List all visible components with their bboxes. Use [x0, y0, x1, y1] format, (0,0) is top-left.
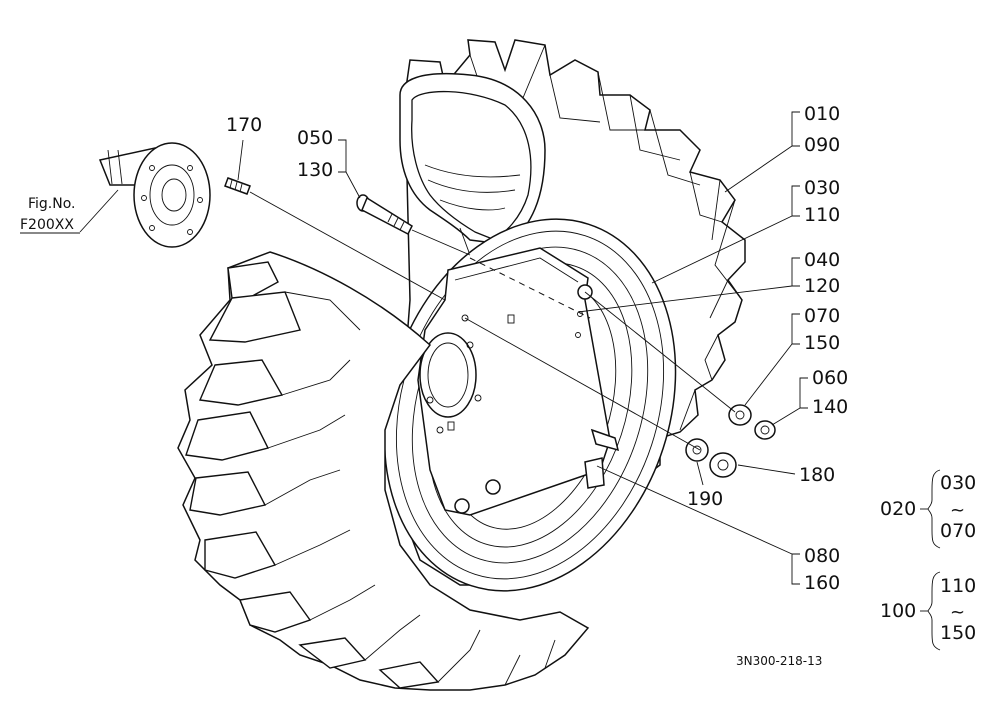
- group-100: 100 110 ~ 150: [880, 571, 976, 651]
- nut-icon: [754, 420, 776, 440]
- lug-nut-icon: [454, 498, 470, 514]
- label-030: 030: [804, 177, 840, 199]
- group-100-to: 150: [940, 622, 976, 644]
- group-100-id: 100: [880, 600, 916, 622]
- label-160: 160: [804, 572, 840, 594]
- label-110: 110: [804, 204, 840, 226]
- bolt-icon: [356, 194, 413, 236]
- tire-cross-section: [399, 72, 546, 256]
- group-100-from: 110: [940, 575, 976, 597]
- fig-no-label: Fig.No.: [28, 196, 76, 212]
- label-050: 050: [297, 127, 333, 149]
- wheel-disc-plate: [408, 247, 620, 516]
- wheel-stud-icon: [224, 177, 251, 195]
- leader-lines: [79, 111, 808, 585]
- label-190: 190: [687, 488, 723, 510]
- figure-reference: Fig.No. F200XX: [20, 196, 80, 234]
- label-170: 170: [226, 114, 262, 136]
- washer-icon: [685, 438, 709, 462]
- tire-front-half: [177, 251, 590, 691]
- label-120: 120: [804, 275, 840, 297]
- label-140: 140: [812, 396, 848, 418]
- lug-nut-icon: [485, 479, 501, 495]
- label-130: 130: [297, 159, 333, 181]
- washer-icon: [728, 404, 752, 426]
- group-020-from: 030: [940, 472, 976, 494]
- group-020-tilde: ~: [950, 500, 965, 521]
- label-060: 060: [812, 367, 848, 389]
- group-020-id: 020: [880, 498, 916, 520]
- nut-icon: [709, 452, 737, 478]
- label-070: 070: [804, 305, 840, 327]
- group-100-tilde: ~: [950, 602, 965, 623]
- group-020: 020 030 ~ 070: [880, 469, 976, 549]
- label-040: 040: [804, 249, 840, 271]
- group-020-to: 070: [940, 520, 976, 542]
- label-090: 090: [804, 134, 840, 156]
- assembly-lines: [249, 191, 736, 451]
- balance-block: [584, 457, 605, 489]
- valve-stem: [590, 428, 620, 452]
- label-080: 080: [804, 545, 840, 567]
- label-180: 180: [799, 464, 835, 486]
- axle-flange: [98, 142, 211, 248]
- hub-hole: [419, 332, 477, 418]
- drawing-number: 3N300-218-13: [736, 654, 822, 668]
- label-010: 010: [804, 103, 840, 125]
- label-150: 150: [804, 332, 840, 354]
- fig-no-value: F200XX: [20, 217, 74, 233]
